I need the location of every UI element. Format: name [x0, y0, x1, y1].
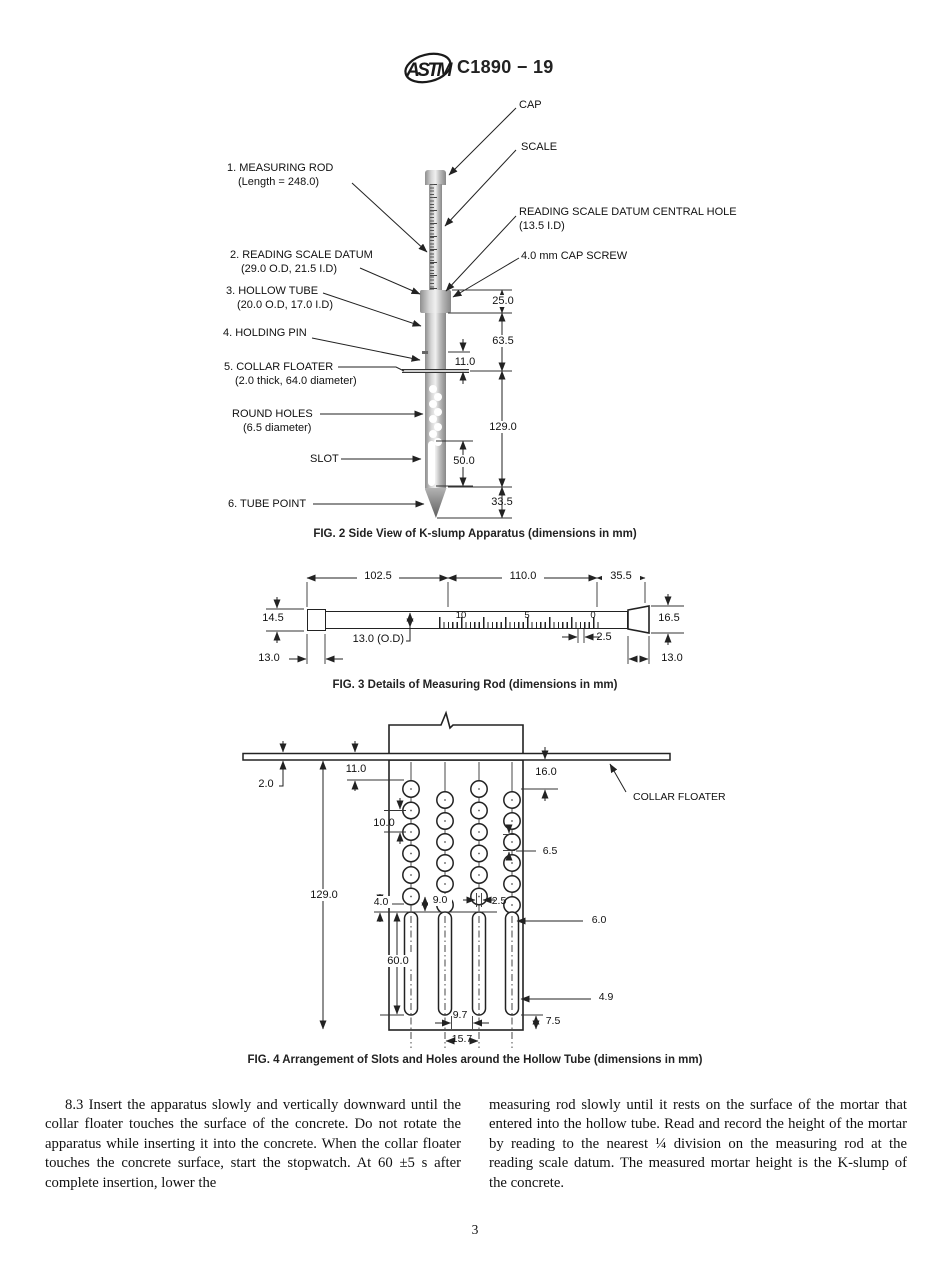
fig2-round-hole: [429, 385, 437, 393]
fig2-slot: [428, 441, 435, 486]
fig4-dim-2: 2.0: [258, 778, 274, 790]
fig4-dim-15-7: 15.7: [451, 1033, 473, 1045]
fig3-left-block: [307, 609, 326, 631]
fig4-dim-9: 9.0: [428, 894, 452, 906]
fig2-dim-33-5: 33.5: [491, 496, 513, 508]
standard-number: C1890 − 19: [457, 57, 554, 77]
fig3-dim-102-5: 102.5: [357, 570, 399, 582]
label-line: (6.5 diameter): [243, 421, 312, 434]
fig2-dim-25: 25.0: [484, 295, 522, 307]
label-line: READING SCALE DATUM CENTRAL HOLE: [519, 206, 737, 218]
fig4-dim-2-5: 2.5: [491, 895, 507, 907]
fig2-label-reading-scale-datum: 2. READING SCALE DATUM (29.0 O.D, 21.5 I…: [230, 249, 373, 276]
fig2-round-hole: [434, 422, 442, 431]
fig2-round-hole: [434, 437, 442, 446]
fig2-label-scale: SCALE: [521, 141, 558, 153]
fig2-tube-point: [424, 488, 447, 518]
fig3-dim-13-od: 13.0 (O.D): [352, 633, 404, 645]
fig2-round-hole: [429, 430, 437, 438]
label-line: (Length = 248.0): [238, 175, 320, 188]
fig3-dim-2-5: 2.5: [596, 631, 612, 643]
fig2-label-hollow-tube: 3. HOLLOW TUBE (20.0 O.D, 17.0 I.D): [226, 285, 333, 312]
fig2-round-hole: [434, 392, 442, 401]
label-line: 2. READING SCALE DATUM: [230, 249, 373, 261]
fig2-holding-pin: [422, 351, 428, 354]
body-text-left-column: 8.3 Insert the apparatus slowly and vert…: [45, 1097, 461, 1191]
fig3-dim-14-5: 14.5: [262, 612, 284, 624]
fig3-dim-13-right: 13.0: [661, 652, 683, 664]
fig2-dim-11: 11.0: [454, 356, 476, 368]
svg-text:ASTM: ASTM: [405, 60, 453, 81]
fig3-caption: FIG. 3 Details of Measuring Rod (dimensi…: [332, 679, 618, 691]
fig2-label-round-holes: ROUND HOLES (6.5 diameter): [232, 408, 313, 435]
rod-scale-minor-ticks: [430, 184, 434, 292]
fig3-dim-16-5: 16.5: [658, 612, 680, 624]
fig2-caption: FIG. 2 Side View of K-slump Apparatus (d…: [313, 528, 637, 540]
fig2-round-hole: [429, 400, 437, 408]
fig4-dim-7-5: 7.5: [545, 1015, 561, 1027]
fig4-dim-60: 60.0: [381, 955, 415, 967]
fig2-round-hole: [434, 407, 442, 416]
astm-logo-icon: ASTM: [403, 44, 456, 92]
fig4-dim-10: 10.0: [373, 817, 395, 829]
fig3-dim-110: 110.0: [502, 570, 544, 582]
fig3-dim-35-5: 35.5: [602, 570, 640, 582]
fig3-scale-10: 10: [455, 610, 467, 621]
fig2-label-measuring-rod: 1. MEASURING ROD (Length = 248.0): [227, 162, 333, 189]
fig2-cap: [425, 170, 446, 185]
label-line: ROUND HOLES: [232, 408, 313, 420]
label-line: (20.0 O.D, 17.0 I.D): [237, 298, 333, 311]
label-line: (29.0 O.D, 21.5 I.D): [241, 262, 337, 275]
page-number: 3: [471, 1222, 479, 1237]
fig2-round-hole: [429, 415, 437, 423]
label-line: 3. HOLLOW TUBE: [226, 285, 319, 297]
fig4-dim-6-5: 6.5: [542, 845, 558, 857]
fig4-dim-16: 16.0: [535, 766, 557, 778]
fig4-dim-9-7: 9.7: [452, 1009, 468, 1021]
fig2-label-holding-pin: 4. HOLDING PIN: [223, 327, 307, 339]
fig2-label-slot: SLOT: [310, 453, 339, 465]
fig2-measuring-rod: [429, 184, 442, 292]
fig2-reading-scale-datum: [420, 290, 451, 313]
fig4-dim-129: 129.0: [303, 889, 345, 901]
fig4-dim-4: 4.0: [370, 896, 392, 908]
label-line: 5. COLLAR FLOATER: [224, 361, 334, 373]
fig3-dim-13-left: 13.0: [258, 652, 280, 664]
label-line: (13.5 I.D): [519, 219, 565, 232]
fig4-dim-4-9: 4.9: [598, 991, 614, 1003]
fig2-label-collar-floater: 5. COLLAR FLOATER (2.0 thick, 64.0 diame…: [224, 361, 357, 388]
fig3-scale-minor-ticks: [439, 622, 599, 629]
body-text-right-column: measuring rod slowly until it rests on t…: [489, 1097, 907, 1191]
fig4-dim-11: 11.0: [345, 763, 367, 775]
fig2-dim-63-5: 63.5: [484, 335, 522, 347]
fig2-dim-50: 50.0: [446, 455, 482, 467]
label-line: 1. MEASURING ROD: [227, 162, 334, 174]
fig4-caption: FIG. 4 Arrangement of Slots and Holes ar…: [247, 1054, 703, 1066]
fig3-scale-5: 5: [524, 610, 530, 621]
fig2-label-tube-point: 6. TUBE POINT: [228, 498, 307, 510]
fig2-label-datum-central-hole: READING SCALE DATUM CENTRAL HOLE (13.5 I…: [519, 206, 737, 233]
fig4-dim-6: 6.0: [591, 914, 607, 926]
fig4-label-collar-floater: COLLAR FLOATER: [633, 791, 726, 803]
fig2-label-cap-screw: 4.0 mm CAP SCREW: [521, 250, 628, 262]
fig3-scale-0: 0: [590, 610, 596, 621]
label-line: (2.0 thick, 64.0 diameter): [235, 374, 357, 387]
fig2-dim-129: 129.0: [482, 421, 524, 433]
fig2-label-cap: CAP: [519, 99, 542, 111]
fig2-collar-floater: [402, 369, 469, 373]
